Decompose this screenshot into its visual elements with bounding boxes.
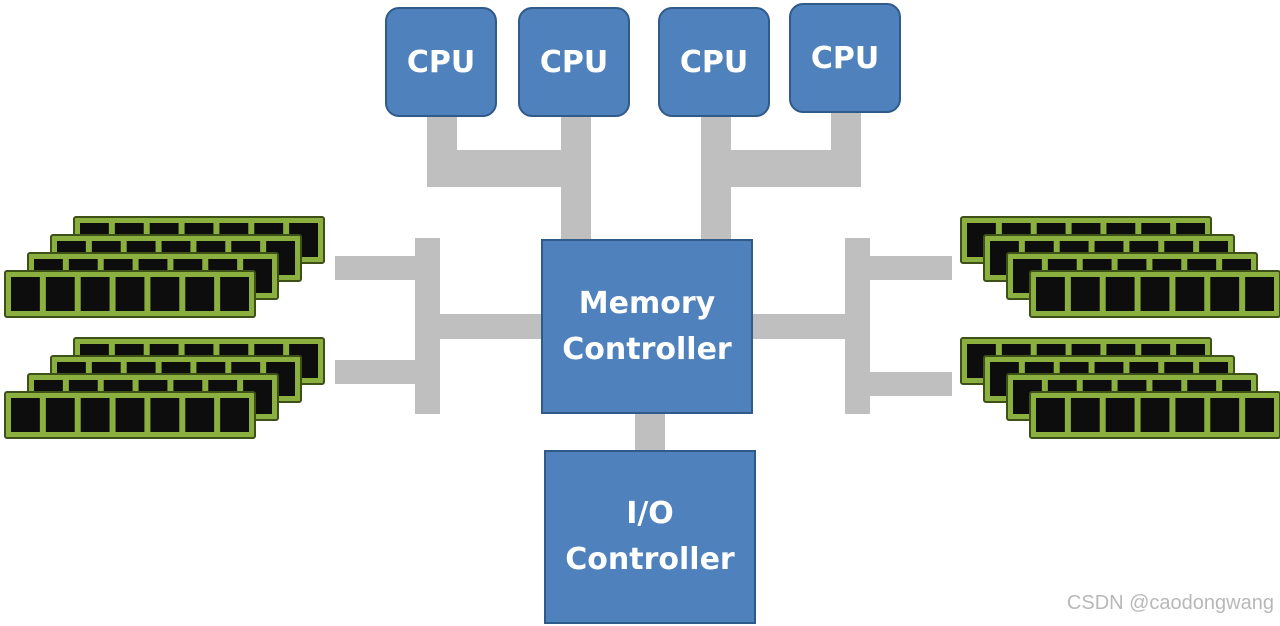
dimm-chip	[1105, 277, 1135, 311]
dimm-chip	[1036, 277, 1065, 311]
memory-controller-box: Memory Controller	[541, 239, 753, 414]
dimm-chip	[115, 398, 145, 432]
right-lower-dimm-stick-4	[1029, 391, 1280, 439]
dimm-chip	[115, 277, 145, 311]
left-lower-dimm-stick-4	[4, 391, 256, 439]
dimm-chip	[11, 398, 40, 432]
cpu-label: CPU	[406, 44, 476, 80]
dimm-chip	[1070, 398, 1100, 432]
bus-right-dimm-upper	[870, 256, 952, 280]
dimm-chip	[45, 277, 75, 311]
dimm-chip	[1105, 398, 1135, 432]
bus-right-dimm-lower	[870, 372, 952, 396]
dimm-chip	[1210, 277, 1240, 311]
dimm-chip	[45, 398, 75, 432]
cpu-box-4: CPU	[789, 3, 901, 113]
cpu-label: CPU	[679, 44, 749, 80]
cpu-label: CPU	[539, 44, 609, 80]
dimm-chip	[80, 398, 110, 432]
dimm-chip	[150, 277, 180, 311]
dimm-chip	[80, 277, 110, 311]
bus-left-dimm-upper	[335, 256, 415, 280]
dimm-chip	[150, 398, 180, 432]
bus-right-trunk	[845, 238, 870, 414]
bus-memory-to-io	[635, 412, 665, 452]
memory-controller-line1: Memory	[578, 285, 716, 321]
bus-left-trunk	[415, 238, 440, 414]
dimm-chip	[1245, 398, 1274, 432]
left-upper-dimm-stick-4	[4, 270, 256, 318]
cpu-label: CPU	[810, 40, 880, 76]
bus-lines	[335, 112, 952, 452]
right-upper-dimm-stick-4	[1029, 270, 1280, 318]
memory-controller-line2: Controller	[562, 331, 732, 367]
dimm-chip	[185, 277, 215, 311]
io-controller-line2: Controller	[565, 542, 735, 577]
bus-left-cpu-join	[427, 150, 591, 187]
dimm-chip	[11, 277, 40, 311]
cpu-box-1: CPU	[385, 7, 497, 117]
dimm-chip	[1070, 277, 1100, 311]
cpu-box-2: CPU	[518, 7, 630, 117]
io-controller-box: I/O Controller	[544, 450, 756, 624]
bus-left-to-controller	[440, 314, 543, 339]
cpu-box-3: CPU	[658, 7, 770, 117]
bus-right-to-controller	[752, 314, 845, 339]
dimm-chip	[1140, 398, 1170, 432]
dimm-chip	[1175, 398, 1205, 432]
dimm-chip	[1036, 398, 1065, 432]
dimm-chip	[185, 398, 215, 432]
dimm-chip	[220, 398, 249, 432]
bus-right-cpu-join	[701, 150, 861, 187]
bus-left-dimm-lower	[335, 360, 415, 384]
memory-modules	[4, 216, 1280, 439]
dimm-chip	[1175, 277, 1205, 311]
dimm-chip	[1245, 277, 1274, 311]
io-controller-line1: I/O	[626, 496, 674, 531]
dimm-chip	[220, 277, 249, 311]
dimm-chip	[1140, 277, 1170, 311]
dimm-chip	[1210, 398, 1240, 432]
watermark: CSDN @caodongwang	[1066, 592, 1274, 614]
